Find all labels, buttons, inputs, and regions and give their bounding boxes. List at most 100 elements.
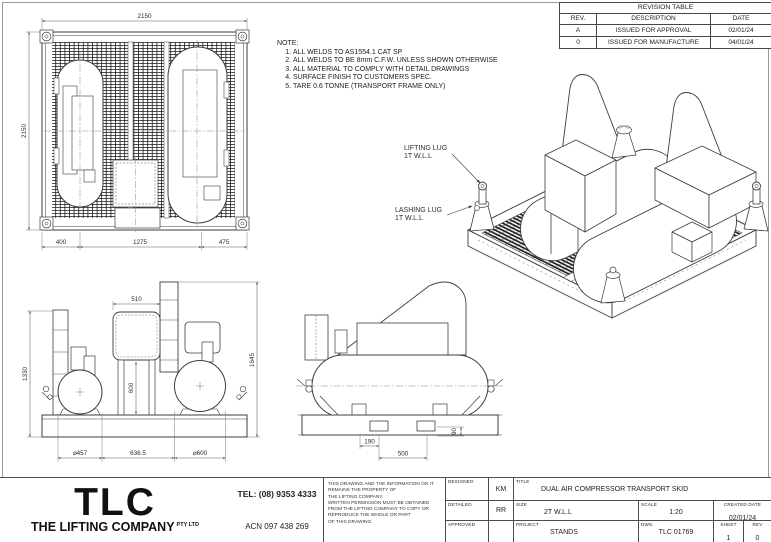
designed-value: KM	[488, 478, 513, 500]
project-value: STANDS	[550, 529, 578, 536]
front-dim-b3: ⌀600	[193, 450, 208, 457]
iso-cabinet	[544, 139, 617, 268]
sheet-label: SHEET	[720, 522, 737, 527]
revision-rev: A	[575, 27, 581, 34]
note-item: TARE 0.6 TONNE (TRANSPORT FRAME ONLY)	[293, 83, 507, 92]
rev-number: 0	[755, 535, 760, 542]
disclaimer-line: WRITTEN PERMISSION MUST BE OBTAINED	[328, 500, 430, 506]
dwg-cell: DWG TLC 01769	[638, 521, 713, 542]
drawing-title: DUAL AIR COMPRESSOR TRANSPORT SKID	[541, 486, 689, 493]
plan-dim-b1: 400	[56, 239, 67, 246]
side-dimensions: 190 500 90	[359, 426, 464, 461]
created-date-cell: CREATED DATE 02/01/24	[713, 501, 771, 522]
scale-cell: SCALE 1:20	[638, 501, 713, 520]
front-view: 510 1330 1645 600 ⌀457 636.5 ⌀600	[22, 281, 260, 462]
revision-col-rev: REV.	[570, 15, 586, 22]
revision-date: 02/01/24	[710, 25, 771, 36]
size-value: 2T W.L.L	[544, 509, 572, 516]
front-dim-mid: 600	[128, 382, 135, 393]
note-item: ALL WELDS TO AS1554.1 CAT SP	[293, 49, 507, 58]
front-lashing-lugs	[41, 385, 248, 401]
lashing-lug-wll: 1T W.L.L	[395, 215, 423, 222]
created-date-value: 02/01/24	[728, 515, 757, 522]
iso-view: LIFTING LUG 1T W.L.L LASHING LUG 1T W.L.…	[395, 74, 769, 319]
iso-annotations: LIFTING LUG 1T W.L.L LASHING LUG 1T W.L.…	[395, 145, 481, 222]
revision-table-header: REV. DESCRIPTION DATE	[560, 13, 771, 24]
plan-dim-height: 2150	[21, 124, 28, 139]
revision-table-title: REVISION TABLE	[637, 4, 694, 11]
notes-block: NOTE: ALL WELDS TO AS1554.1 CAT SP ALL W…	[277, 40, 507, 92]
phone-number: TEL: (08) 9353 4333	[237, 489, 317, 500]
sheet-number: 1	[726, 535, 731, 542]
signoff-block: DESIGNED KM DETAILED RR APPROVED	[445, 478, 513, 542]
iso-box	[654, 145, 757, 229]
plan-dim-width: 2150	[137, 13, 152, 20]
title-row: TITLE DUAL AIR COMPRESSOR TRANSPORT SKID	[514, 478, 771, 501]
note-item: SURFACE FINISH TO CUSTOMERS SPEC.	[293, 74, 507, 83]
project-dwg-row: PROJECT STANDS DWG TLC 01769 SHEET 1 REV…	[514, 521, 771, 542]
lashing-lug-label: LASHING LUG	[395, 207, 442, 214]
detailed-label: DETAILED	[448, 502, 472, 507]
front-dim-b1: ⌀457	[73, 450, 88, 457]
revision-row: A ISSUED FOR APPROVAL 02/01/24	[560, 24, 771, 36]
designed-label: DESIGNED	[448, 479, 474, 484]
note-item: ALL WELDS TO BE 8mm C.F.W. UNLESS SHOWN …	[293, 57, 507, 66]
lifting-lug-wll: 1T W.L.L	[404, 153, 432, 160]
approved-label: APPROVED	[448, 522, 476, 527]
disclaimer-line: REMAINS THE PROPERTY OF	[328, 488, 397, 494]
side-dim-1: 190	[364, 439, 375, 446]
side-view: 190 500 90	[296, 281, 504, 461]
dwg-label: DWG	[641, 522, 653, 527]
plan-dimensions: 2150 2150 400 1275 475	[21, 13, 248, 250]
sheet-cell: SHEET 1	[713, 521, 743, 542]
front-dimensions: 510 1330 1645 600 ⌀457 636.5 ⌀600	[22, 281, 260, 462]
disclaimer-line: OF THIS DRAWING.	[328, 519, 373, 525]
logo-name-text: THE LIFTING COMPANY	[31, 520, 175, 534]
disclaimer-line: REPRODUCE THE WHOLE OR PART	[328, 513, 411, 519]
side-dim-3: 90	[451, 428, 458, 436]
copyright-disclaimer: THIS DRAWING AND THE INFORMATION ON IT R…	[323, 478, 445, 542]
side-lashing-lugs	[296, 378, 504, 393]
notes-list: ALL WELDS TO AS1554.1 CAT SP ALL WELDS T…	[277, 49, 507, 92]
contact-block: TEL: (08) 9353 4333 ACN 097 438 269	[232, 478, 322, 542]
front-dim-right: 1645	[249, 353, 256, 368]
acn-number: ACN 097 438 269	[245, 521, 309, 531]
size-label: SIZE	[516, 502, 528, 507]
revision-date: 04/01/24	[710, 37, 771, 48]
approved-value	[488, 521, 513, 542]
project-cell: PROJECT STANDS	[514, 521, 638, 542]
side-dim-2: 500	[398, 451, 409, 458]
logo-acronym: TLC	[74, 481, 156, 524]
plan-dim-b3: 475	[219, 239, 230, 246]
revision-table: REVISION TABLE REV. DESCRIPTION DATE A I…	[559, 2, 771, 49]
iso-lifting-lug	[469, 181, 495, 232]
plan-view: 2150 2150 400 1275 475	[21, 13, 250, 250]
drawing-info-block: TITLE DUAL AIR COMPRESSOR TRANSPORT SKID…	[513, 478, 771, 542]
revision-row: 0 ISSUED FOR MANUFACTURE 04/01/24	[560, 36, 771, 48]
designed-row: DESIGNED KM	[446, 478, 513, 501]
size-cell: SIZE 2T W.L.L	[514, 501, 638, 520]
created-date-label: CREATED DATE	[723, 502, 762, 507]
disclaimer-line: THIS DRAWING AND THE INFORMATION ON IT	[328, 482, 434, 487]
notes-heading: NOTE:	[277, 40, 299, 47]
approved-row: APPROVED	[446, 521, 513, 542]
detailed-value: RR	[488, 501, 513, 520]
note-item: ALL MATERIAL TO COMPLY WITH DETAIL DRAWI…	[293, 66, 507, 75]
plan-dim-b2: 1275	[133, 239, 148, 246]
scale-label: SCALE	[641, 502, 658, 507]
logo-suffix: PTY LTD	[176, 522, 199, 528]
revision-description: ISSUED FOR MANUFACTURE	[596, 37, 710, 48]
plan-corner-lugs	[39, 29, 250, 231]
lifting-lug-label: LIFTING LUG	[404, 145, 447, 152]
title-label: TITLE	[516, 479, 530, 484]
disclaimer-line: THE LIFTING COMPANY.	[328, 494, 384, 500]
detailed-row: DETAILED RR	[446, 501, 513, 521]
revision-rev: 0	[576, 39, 580, 46]
front-dim-top: 510	[131, 296, 142, 303]
rev-label: REV	[752, 522, 763, 527]
